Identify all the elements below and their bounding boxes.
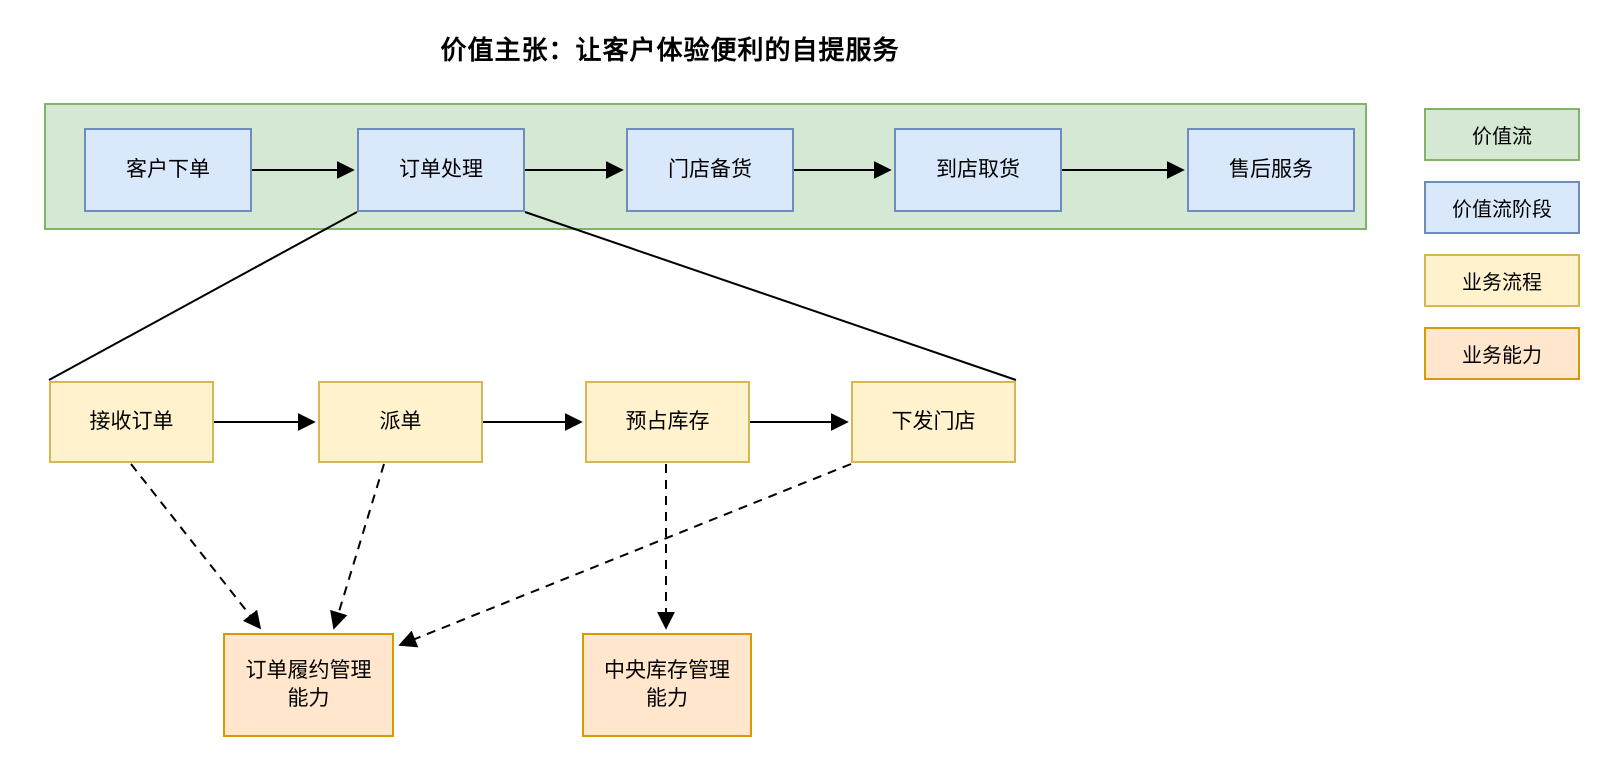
- expansion-line-left: [48, 211, 358, 381]
- legend: 价值流 价值流阶段 业务流程 业务能力: [1424, 108, 1580, 400]
- legend-item-business-process: 业务流程: [1424, 254, 1580, 307]
- process-dispatch-order: 派单: [318, 381, 483, 463]
- legend-item-business-capability: 业务能力: [1424, 327, 1580, 380]
- expansion-line-right: [524, 211, 1017, 381]
- stage-store-preparation: 门店备货: [626, 128, 794, 212]
- capability-central-inventory: 中央库存管理 能力: [582, 633, 752, 737]
- dashed-arrow-dispatch-to-fulfillment: [330, 463, 385, 630]
- stage-customer-order: 客户下单: [84, 128, 252, 212]
- dashed-arrow-receive-to-fulfillment: [130, 463, 262, 630]
- stage-order-processing: 订单处理: [357, 128, 525, 212]
- process-receive-order: 接收订单: [49, 381, 214, 463]
- process-reserve-inventory: 预占库存: [585, 381, 750, 463]
- legend-item-value-stream: 价值流: [1424, 108, 1580, 161]
- stage-store-pickup: 到店取货: [894, 128, 1062, 212]
- dashed-arrow-sendstore-to-fulfillment: [398, 463, 852, 648]
- process-send-to-store: 下发门店: [851, 381, 1016, 463]
- diagram-title: 价值主张：让客户体验便利的自提服务: [440, 35, 900, 65]
- capability-order-fulfillment: 订单履约管理 能力: [223, 633, 394, 737]
- stage-after-sales: 售后服务: [1187, 128, 1355, 212]
- legend-item-value-stream-stage: 价值流阶段: [1424, 181, 1580, 234]
